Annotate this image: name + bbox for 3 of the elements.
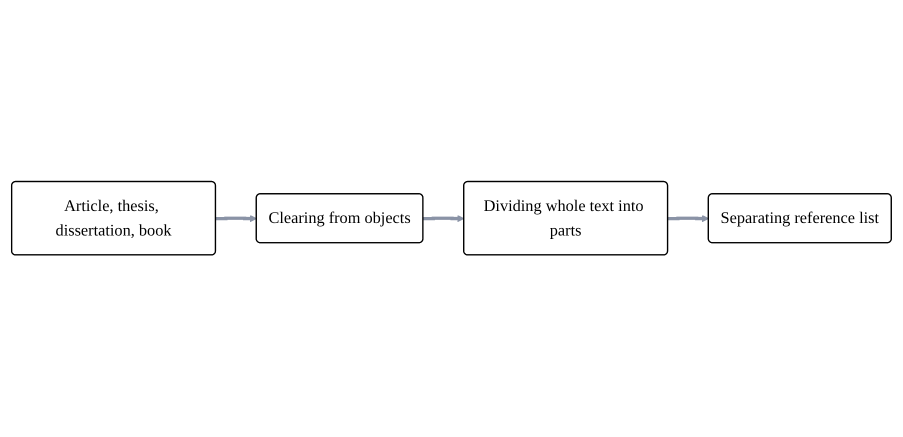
arrow: [668, 215, 710, 222]
arrow: [423, 215, 464, 222]
arrow: [216, 215, 258, 222]
